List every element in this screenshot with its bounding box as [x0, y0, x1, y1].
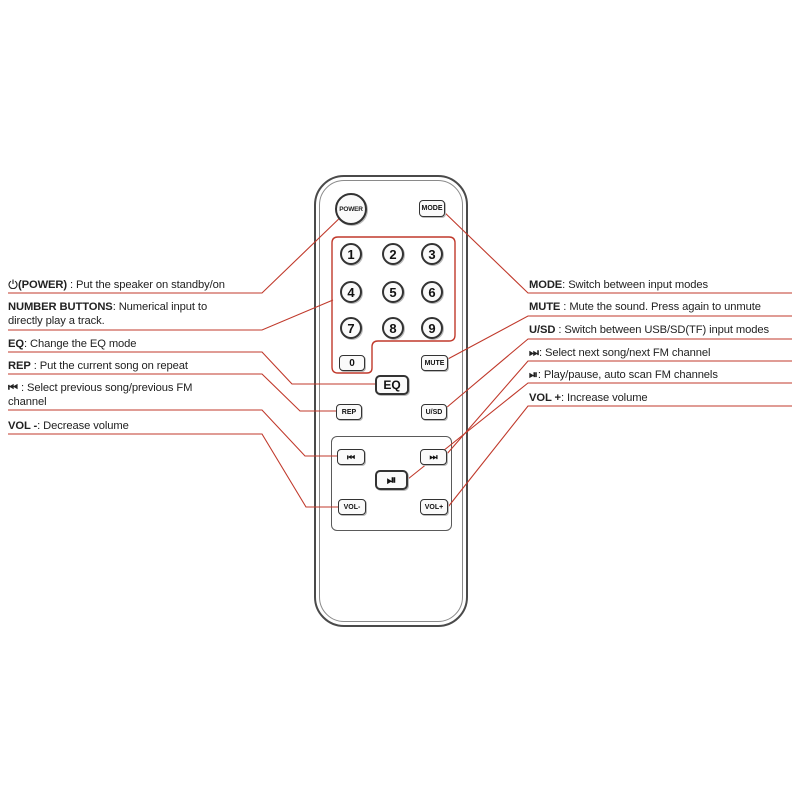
leader-power: [8, 211, 347, 294]
number-button-8[interactable]: 8: [382, 317, 404, 339]
usd-button-label: U/SD: [425, 408, 443, 416]
number-button-0[interactable]: 0: [339, 355, 365, 371]
number-button-6[interactable]: 6: [421, 281, 443, 303]
volume-down-button[interactable]: VOL-: [338, 499, 366, 515]
leader-next: [445, 360, 792, 456]
number-button-2[interactable]: 2: [382, 243, 404, 265]
label-prev-desc-2: channel: [8, 396, 47, 408]
label-next-desc: : Select next song/next FM channel: [538, 347, 711, 359]
leader-rep: [8, 373, 336, 412]
leader-prev: [8, 409, 337, 457]
number-button-4-label: 4: [347, 284, 355, 300]
number-button-1-label: 1: [347, 246, 355, 262]
leader-vol-minus: [8, 433, 338, 508]
number-button-5[interactable]: 5: [382, 281, 404, 303]
play-pause-button[interactable]: ⏯: [375, 470, 408, 490]
label-power: (POWER) : Put the speaker on standby/on: [8, 278, 225, 292]
label-usd-key: U/SD: [529, 324, 556, 336]
usd-button[interactable]: U/SD: [421, 404, 447, 420]
number-button-9[interactable]: 9: [421, 317, 443, 339]
skip-previous-icon: ⏮: [346, 451, 356, 462]
rep-button[interactable]: REP: [336, 404, 362, 420]
label-vol-plus: VOL +: Increase volume: [529, 391, 648, 405]
mute-button[interactable]: MUTE: [421, 355, 448, 371]
volume-up-button-label: VOL+: [424, 503, 444, 511]
mode-button-label: MODE: [421, 205, 443, 212]
leader-eq: [8, 351, 375, 385]
label-vol-minus-desc: : Decrease volume: [37, 420, 129, 432]
volume-up-button[interactable]: VOL+: [420, 499, 448, 515]
label-vol-plus-key: VOL +: [529, 392, 561, 404]
eq-button[interactable]: EQ: [375, 375, 409, 395]
volume-down-button-label: VOL-: [343, 503, 361, 511]
label-power-key: (POWER): [18, 279, 68, 291]
label-vol-plus-desc: : Increase volume: [560, 392, 648, 404]
label-numbers-desc: : Numerical input to: [112, 301, 208, 313]
leader-vol-plus: [447, 405, 792, 508]
power-button-label: POWER: [339, 205, 363, 213]
label-next-key: ⏭: [529, 347, 539, 359]
mute-button-label: MUTE: [424, 359, 445, 367]
label-rep: REP : Put the current song on repeat: [8, 359, 188, 373]
number-button-2-label: 2: [389, 246, 397, 262]
label-numbers-key: NUMBER BUTTONS: [8, 301, 113, 313]
number-button-4[interactable]: 4: [340, 281, 362, 303]
label-play: ⏯: Play/pause, auto scan FM channels: [529, 368, 718, 382]
label-prev-key: ⏮: [8, 382, 18, 394]
label-numbers: NUMBER BUTTONS: Numerical input to direc…: [8, 300, 207, 328]
leader-mode: [441, 209, 792, 294]
remote-inner-outline: [319, 180, 463, 622]
previous-track-button[interactable]: ⏮: [337, 449, 365, 465]
number-button-5-label: 5: [389, 284, 397, 300]
number-button-9-label: 9: [428, 320, 436, 336]
eq-button-label: EQ: [383, 378, 401, 392]
number-button-7[interactable]: 7: [340, 317, 362, 339]
label-mute-key: MUTE: [529, 301, 561, 313]
number-button-7-label: 7: [347, 320, 355, 336]
label-usd: U/SD : Switch between USB/SD(TF) input m…: [529, 323, 769, 337]
number-button-3[interactable]: 3: [421, 243, 443, 265]
power-button[interactable]: POWER: [335, 193, 367, 225]
label-numbers-desc-2: directly play a track.: [8, 315, 105, 327]
label-mute-desc: : Mute the sound. Press again to unmute: [560, 301, 761, 313]
label-mute: MUTE : Mute the sound. Press again to un…: [529, 300, 761, 314]
transport-panel: [331, 436, 452, 531]
number-button-8-label: 8: [389, 320, 397, 336]
label-rep-key: REP: [8, 360, 31, 372]
label-rep-desc: : Put the current song on repeat: [30, 360, 188, 372]
label-mode: MODE: Switch between input modes: [529, 278, 708, 292]
leader-mute: [445, 315, 792, 361]
label-mode-key: MODE: [529, 279, 563, 291]
label-vol-minus: VOL -: Decrease volume: [8, 419, 129, 433]
number-button-0-label: 0: [349, 357, 355, 369]
leader-usd: [445, 338, 792, 409]
label-play-desc: : Play/pause, auto scan FM channels: [537, 369, 718, 381]
play-pause-icon: ⏯: [386, 472, 397, 487]
power-icon: [8, 279, 18, 290]
label-power-desc: : Put the speaker on standby/on: [67, 279, 225, 291]
label-prev: ⏮ : Select previous song/previous FM cha…: [8, 381, 192, 409]
next-track-button[interactable]: ⏭: [420, 449, 447, 465]
rep-button-label: REP: [341, 408, 357, 416]
mode-button[interactable]: MODE: [419, 200, 445, 217]
number-button-6-label: 6: [428, 284, 436, 300]
label-usd-desc: : Switch between USB/SD(TF) input modes: [555, 324, 769, 336]
label-vol-minus-key: VOL -: [8, 420, 38, 432]
label-prev-desc: : Select previous song/previous FM: [17, 382, 193, 394]
label-eq-key: EQ: [8, 338, 24, 350]
label-eq: EQ: Change the EQ mode: [8, 337, 137, 351]
leader-play: [407, 382, 792, 480]
label-next: ⏭: Select next song/next FM channel: [529, 346, 710, 360]
label-eq-desc: : Change the EQ mode: [23, 338, 137, 350]
leader-numbers: [8, 299, 334, 331]
label-mode-desc: : Switch between input modes: [562, 279, 708, 291]
label-play-key: ⏯: [529, 369, 538, 381]
number-button-3-label: 3: [428, 246, 436, 262]
skip-next-icon: ⏭: [429, 451, 438, 462]
number-pad-frame: [331, 236, 456, 374]
number-button-1[interactable]: 1: [340, 243, 362, 265]
